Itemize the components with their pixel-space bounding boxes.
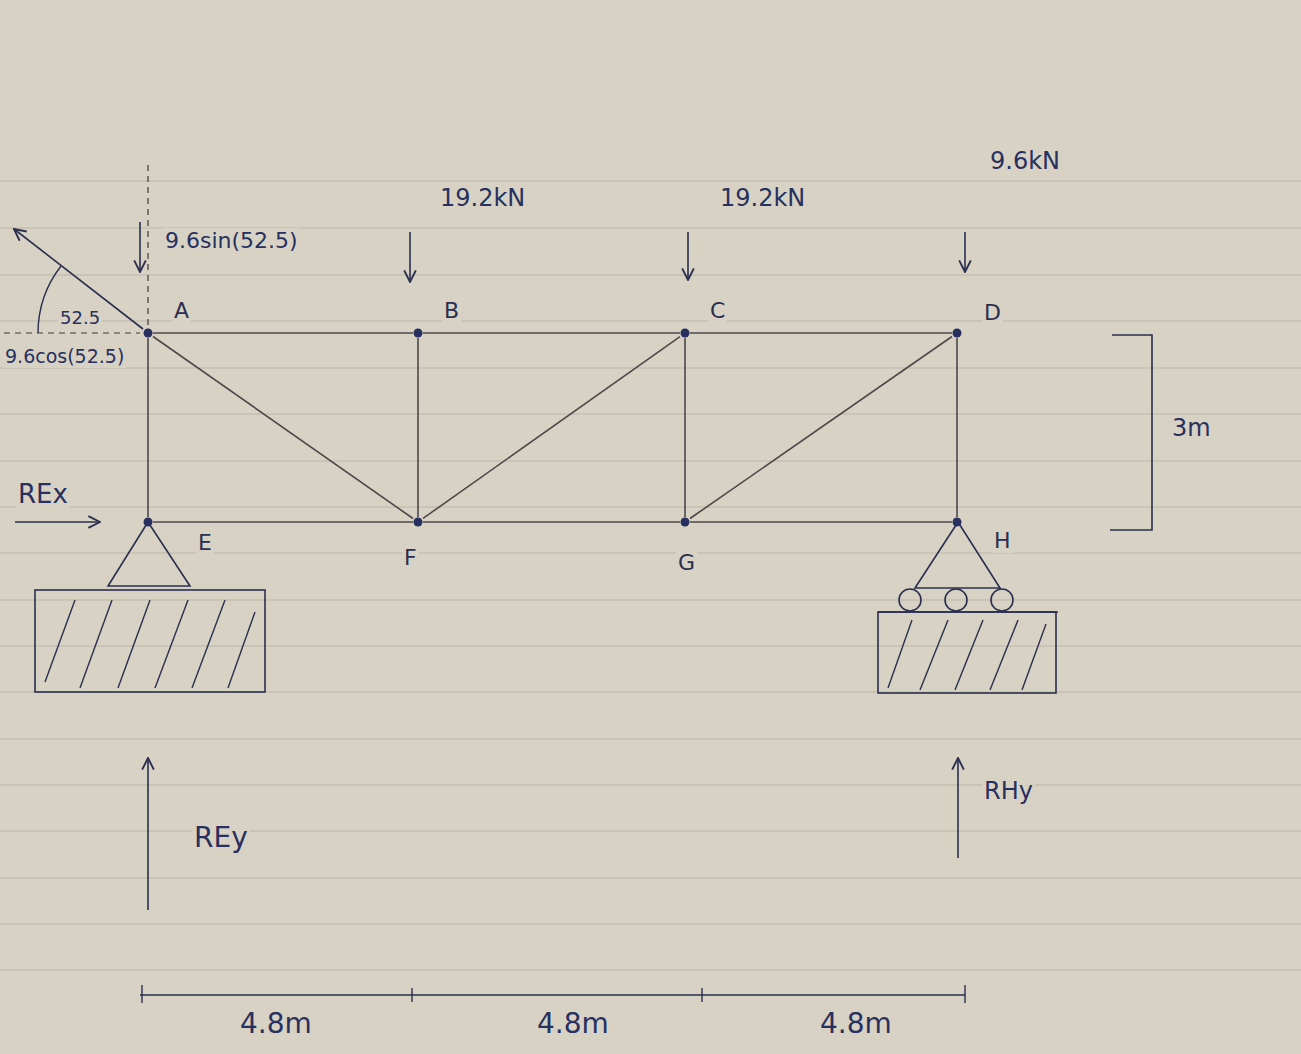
roller [899,589,921,611]
joint-dot [413,328,423,338]
joint-letter: A [172,298,191,323]
angle-label: 52.5 [58,308,102,329]
joint-dot [953,329,962,338]
reaction-label: REy [192,822,250,854]
truss-joint: D [952,328,962,338]
load-component: 9.6cos(52.5) [3,346,126,368]
truss-joint: F [413,517,423,527]
truss-joint: A [143,328,153,338]
truss-member [423,332,680,334]
joint-letter: E [196,530,214,555]
load-arrow [409,232,411,282]
joint-dot [680,517,690,527]
joint-dot [143,328,153,338]
reference-line [4,332,140,333]
joint-dot [144,518,153,527]
dimension-label: 4.8m [818,1008,894,1040]
reaction-label: RHy [982,778,1035,806]
joint-dot [952,328,962,338]
ground-hatch [888,620,1046,690]
joint-dot [413,517,423,527]
ground-hatch [45,600,255,688]
truss-member [423,337,680,519]
joint-dot [414,518,423,527]
reaction-arrow [147,758,149,910]
joint-dot [414,329,423,338]
dimension-label: 3m [1170,415,1213,443]
truss-member [684,338,686,517]
reaction-arrow [15,521,100,523]
joint-dot [144,329,153,338]
roller [945,589,967,611]
inclined-load-arrow [14,229,143,329]
reaction-arrow [957,758,959,858]
load-value: 19.2kN [438,185,527,213]
truss-joint: B [413,328,423,338]
truss-member [153,521,413,523]
truss-member [417,338,419,517]
joint-letter: B [442,298,461,323]
joint-dot [681,518,690,527]
truss-member [690,521,952,523]
truss-joint: H [952,517,962,527]
roller [991,589,1013,611]
joint-letter: F [402,545,419,570]
joint-letter: D [982,300,1003,325]
load-arrow [964,232,966,272]
dimension-line [140,985,965,1003]
roller-support [915,522,1000,588]
ground [878,612,1056,693]
ground [35,590,265,692]
load-arrow [687,232,689,280]
load-arrow [139,222,141,272]
truss-member [956,338,958,517]
load-value: 19.2kN [718,185,807,213]
joint-letter: C [708,298,727,323]
joint-dot [143,517,153,527]
truss-joint: G [680,517,690,527]
joint-dot [680,328,690,338]
load-component: 9.6sin(52.5) [163,228,300,253]
truss-member [153,332,413,334]
truss-joint: C [680,328,690,338]
reference-line [147,165,148,325]
joint-letter: G [676,550,697,575]
dimension-label: 4.8m [238,1008,314,1040]
angle-arc [38,266,61,333]
pin-support [108,522,190,586]
joint-letter: H [992,528,1013,553]
dimension-label: 4.8m [535,1008,611,1040]
joint-dot [953,518,962,527]
reaction-label: REx [16,480,70,510]
truss-member [153,337,413,519]
joint-dot [681,329,690,338]
truss-member [690,336,952,518]
truss-joint: E [143,517,153,527]
ruled-lines [0,181,1301,970]
truss-member [690,332,952,334]
truss-member [423,521,680,523]
truss-member [147,338,149,517]
joint-dot [952,517,962,527]
dimension-bracket [1110,335,1152,530]
load-value: 9.6kN [988,148,1062,176]
